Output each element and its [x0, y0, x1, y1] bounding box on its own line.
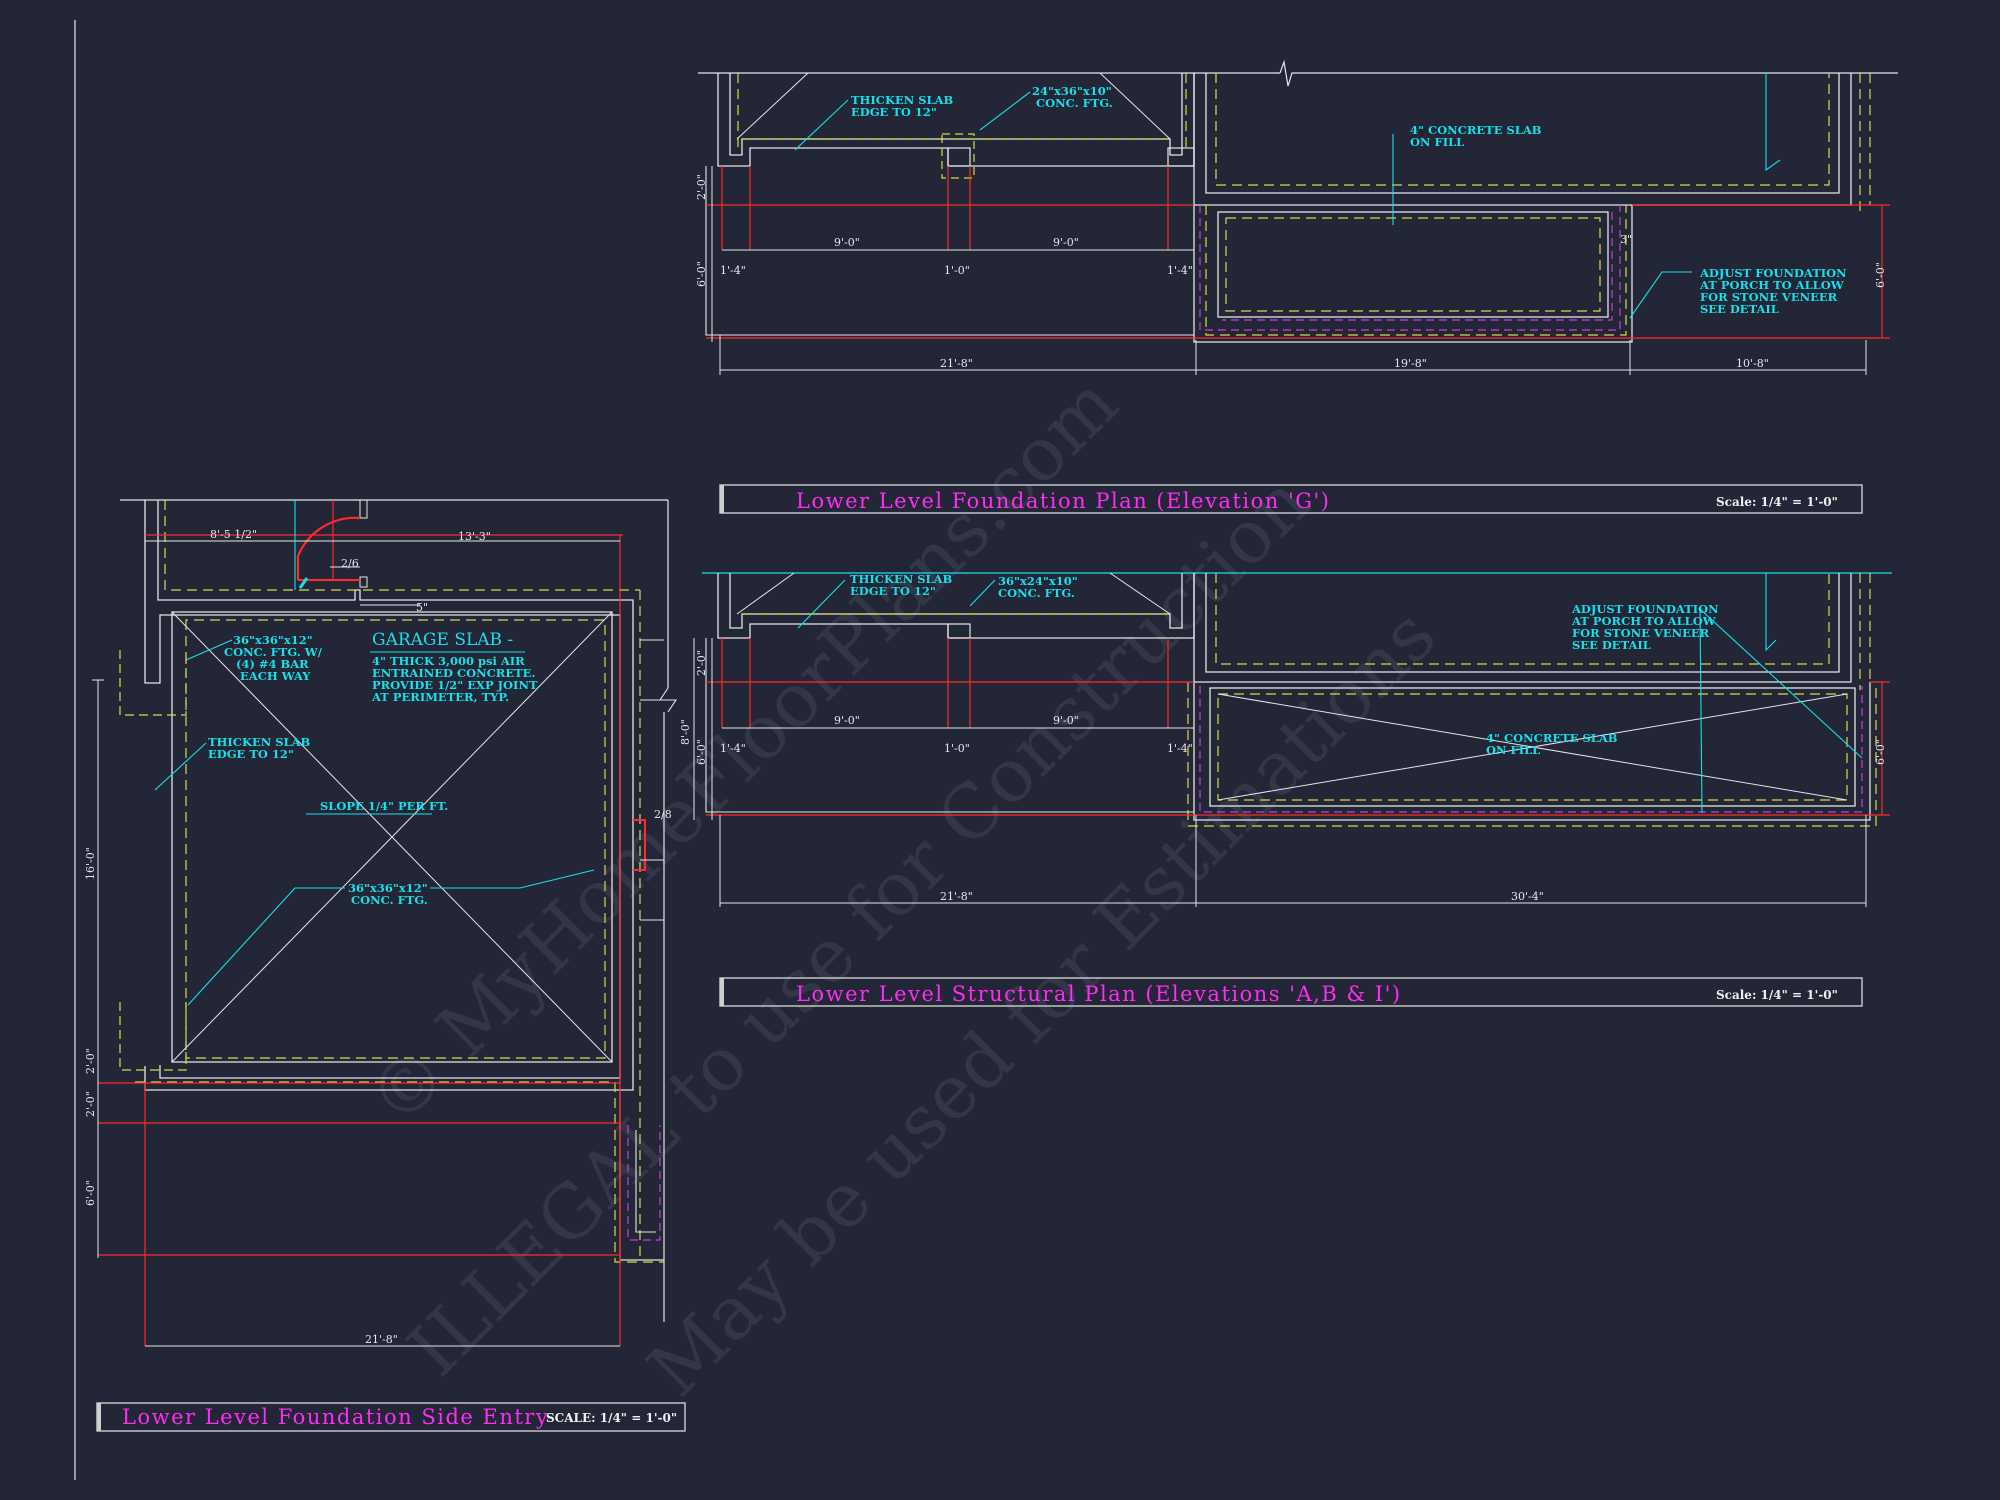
- dim-2-6: 2/6: [341, 557, 359, 570]
- dim-3: 3": [1620, 233, 1632, 246]
- note-footing-a-bars: (4) #4 BAR: [236, 657, 309, 671]
- dim-10-8: 10'-8": [1736, 357, 1769, 370]
- note-footing-b-size: 36"x36"x12": [348, 881, 428, 895]
- dim-19-8: 19'-8": [1394, 357, 1427, 370]
- dim-8-5-half: 8'-5 1/2": [210, 528, 257, 541]
- note-adjust-foundation-2: AT PORCH TO ALLOW: [1571, 614, 1717, 628]
- dim-1-4-b: 1'-4": [1167, 264, 1193, 277]
- note-slab-spec-4: AT PERIMETER, TYP.: [371, 690, 509, 704]
- dim-5: 5": [416, 601, 428, 614]
- note-thicken-slab: THICKEN SLAB: [851, 93, 954, 107]
- scale-plan-g: Scale: 1/4" = 1'-0": [1716, 495, 1838, 509]
- note-footing-a-type: CONC. FTG. W/: [224, 645, 323, 659]
- note-slope: SLOPE 1/4" PER FT.: [320, 799, 448, 813]
- dim-6-0-right: 6'-0": [1874, 739, 1887, 765]
- note-concrete-slab: 4" CONCRETE SLAB: [1486, 731, 1618, 745]
- plan-side-entry: 36"x36"x12" CONC. FTG. W/ (4) #4 BAR EAC…: [84, 499, 686, 1432]
- dim-2-0-b: 2'-0": [84, 1091, 97, 1117]
- note-adjust-foundation-3: FOR STONE VENEER: [1572, 626, 1710, 640]
- note-thicken-slab-2: EDGE TO 12": [851, 105, 937, 119]
- dim-1-0: 1'-0": [944, 742, 970, 755]
- dim-1-4-b: 1'-4": [1167, 742, 1193, 755]
- dim-8-0: 8'-0": [679, 719, 692, 745]
- note-footing-b-type: CONC. FTG.: [351, 893, 428, 907]
- note-concrete-slab: 4" CONCRETE SLAB: [1410, 123, 1542, 137]
- note-footing-size: 36"x24"x10": [998, 574, 1078, 588]
- note-footing-size: 24"x36"x10": [1032, 84, 1112, 98]
- title-plan-side: Lower Level Foundation Side Entry: [122, 1405, 549, 1429]
- note-adjust-foundation-2: AT PORCH TO ALLOW: [1699, 278, 1845, 292]
- note-adjust-foundation-4: SEE DETAIL: [1572, 638, 1651, 652]
- note-footing-type: CONC. FTG.: [998, 586, 1075, 600]
- note-footing-a-size: 36"x36"x12": [233, 633, 313, 647]
- dim-21-8: 21'-8": [940, 357, 973, 370]
- dim-1-4-a: 1'-4": [720, 264, 746, 277]
- dim-13-3: 13'-3": [458, 530, 491, 543]
- dim-6-0: 6'-0": [84, 1180, 97, 1206]
- dim-9-0-a: 9'-0": [834, 236, 860, 249]
- dim-2-0-a: 2'-0": [84, 1048, 97, 1074]
- scale-plan-side: SCALE: 1/4" = 1'-0": [546, 1411, 677, 1425]
- title-plan-g: Lower Level Foundation Plan (Elevation '…: [796, 489, 1330, 513]
- plan-elevations-abi: THICKEN SLAB EDGE TO 12" 36"x24"x10" CON…: [679, 572, 1892, 1007]
- note-thicken-slab: THICKEN SLAB: [208, 735, 311, 749]
- note-thicken-slab: THICKEN SLAB: [850, 572, 953, 586]
- note-thicken-slab-2: EDGE TO 12": [208, 747, 294, 761]
- dim-6-0-right: 6'-0": [1874, 262, 1887, 288]
- note-slab-spec-2: ENTRAINED CONCRETE.: [372, 666, 535, 680]
- note-slab-spec-1: 4" THICK 3,000 psi AIR: [372, 654, 525, 668]
- note-thicken-slab-2: EDGE TO 12": [850, 584, 936, 598]
- note-adjust-foundation-3: FOR STONE VENEER: [1700, 290, 1838, 304]
- dim-9-0-a: 9'-0": [834, 714, 860, 727]
- dim-2-8: 2/8: [654, 808, 672, 821]
- dim-21-8: 21'-8": [365, 1333, 398, 1346]
- note-adjust-foundation: ADJUST FOUNDATION: [1699, 266, 1847, 280]
- dim-21-8: 21'-8": [940, 890, 973, 903]
- dim-2-0: 2'-0": [695, 174, 708, 200]
- dim-6-0-left: 6'-0": [695, 261, 708, 287]
- dim-16-0: 16'-0": [84, 847, 97, 880]
- dim-2-0: 2'-0": [695, 650, 708, 676]
- garage-slab-heading: GARAGE SLAB -: [372, 630, 513, 650]
- note-footing-type: CONC. FTG.: [1036, 96, 1113, 110]
- title-plan-abi: Lower Level Structural Plan (Elevations …: [796, 982, 1402, 1006]
- dim-9-0-b: 9'-0": [1053, 236, 1079, 249]
- dim-1-4-a: 1'-4": [720, 742, 746, 755]
- plan-elevation-g: THICKEN SLAB EDGE TO 12" 24"x36"x10" CON…: [695, 59, 1898, 514]
- note-adjust-foundation-4: SEE DETAIL: [1700, 302, 1779, 316]
- note-concrete-slab-2: ON FILL: [1486, 743, 1540, 757]
- note-adjust-foundation: ADJUST FOUNDATION: [1571, 602, 1719, 616]
- note-concrete-slab-2: ON FILL: [1410, 135, 1464, 149]
- dim-9-0-b: 9'-0": [1053, 714, 1079, 727]
- dim-6-0-left: 6'-0": [695, 739, 708, 765]
- dim-30-4: 30'-4": [1511, 890, 1544, 903]
- note-slab-spec-3: PROVIDE 1/2" EXP JOINT: [372, 678, 538, 692]
- note-footing-a-each-way: EACH WAY: [240, 669, 311, 683]
- scale-plan-abi: Scale: 1/4" = 1'-0": [1716, 988, 1838, 1002]
- dim-1-0: 1'-0": [944, 264, 970, 277]
